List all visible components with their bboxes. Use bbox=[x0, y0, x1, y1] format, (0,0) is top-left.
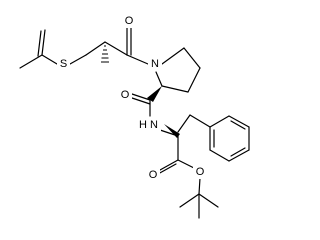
tert-butyl-group bbox=[179, 193, 219, 219]
ester-group bbox=[157, 135, 201, 195]
atom-n-amide: N bbox=[150, 119, 158, 131]
atom-o-ketone: O bbox=[125, 15, 134, 27]
atom-n-ring: N bbox=[151, 58, 159, 70]
atom-s: S bbox=[60, 58, 67, 70]
ketone-carbonyl bbox=[104, 27, 149, 65]
atom-h-amide: H bbox=[139, 119, 147, 131]
atom-o-ester-ether: O bbox=[196, 166, 205, 178]
acetyl-group bbox=[19, 29, 58, 69]
phenyl-ring bbox=[209, 115, 250, 162]
molecule-drawing: S O N O H N O O bbox=[19, 14, 250, 219]
ring-stereo-wedge bbox=[147, 86, 162, 102]
alpha-stereo-wedge bbox=[164, 124, 180, 138]
thioether-chain bbox=[69, 41, 106, 65]
pyrrolidine-ring bbox=[155, 47, 201, 93]
structure-diagram: S O N O H N O O bbox=[19, 14, 250, 219]
atom-labels: S O N O H N O O bbox=[57, 14, 207, 182]
atom-o-ester-carbonyl: O bbox=[149, 169, 158, 181]
amide-carbonyl bbox=[131, 93, 151, 117]
atom-o-amide: O bbox=[121, 89, 130, 101]
alpha-carbon-bonds bbox=[159, 114, 211, 136]
methyl-stereo-hash bbox=[101, 45, 109, 63]
